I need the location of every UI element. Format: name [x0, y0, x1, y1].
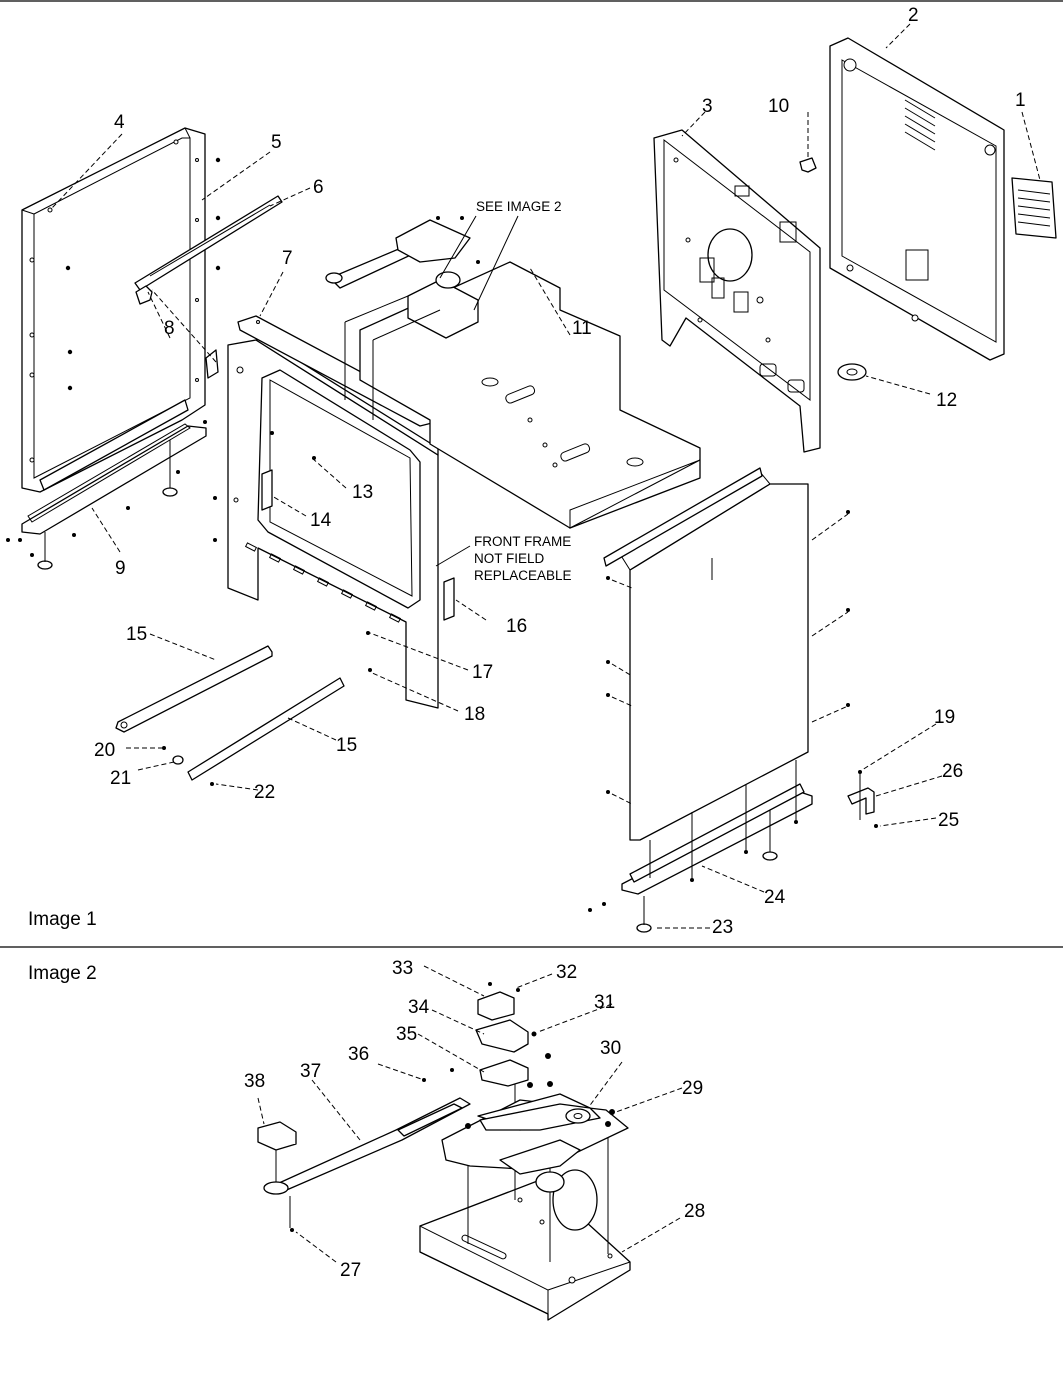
screws-17-18: [366, 631, 372, 672]
callout-38: 38: [244, 1071, 265, 1092]
callout-30: 30: [600, 1038, 621, 1059]
callout-1: 1: [1015, 90, 1026, 111]
note-front-frame-line1: FRONT FRAME: [474, 534, 571, 549]
callout-21: 21: [110, 768, 131, 789]
callout-19: 19: [934, 707, 955, 728]
callout-33: 33: [392, 958, 413, 979]
side-panel-screws: [65, 157, 221, 391]
leader-lines-image1: [51, 23, 1041, 929]
callout-5: 5: [271, 132, 282, 153]
rear-cover: [829, 37, 1005, 361]
parts-20-22: [162, 746, 214, 786]
callout-27: 27: [340, 1260, 361, 1281]
callout-25: 25: [938, 810, 959, 831]
callout-26: 26: [942, 761, 963, 782]
bracket-14: [261, 469, 273, 511]
part-10-sensor: [799, 157, 817, 173]
callout-15a: 15: [126, 624, 147, 645]
callout-2: 2: [908, 5, 919, 26]
section-label-image2: Image 2: [28, 963, 97, 984]
frame-slots: [244, 542, 402, 623]
bracket-8: [135, 285, 219, 379]
callout-12: 12: [936, 390, 957, 411]
side-panel-right: [603, 467, 850, 841]
callout-7: 7: [282, 248, 293, 269]
leader-lines-image2: [257, 965, 683, 1263]
burner-assembly-small: [325, 216, 480, 420]
callout-23: 23: [712, 917, 733, 938]
callout-22: 22: [254, 782, 275, 803]
callout-9: 9: [115, 558, 126, 579]
callout-36: 36: [348, 1044, 369, 1065]
callout-11: 11: [572, 318, 592, 339]
callout-20: 20: [94, 740, 115, 761]
back-panel: [653, 129, 821, 453]
rack-slide-lower: [187, 677, 345, 781]
part-12-grommet: [837, 363, 867, 381]
base-rail-right: [588, 760, 813, 933]
burner-assembly-detail: [257, 982, 631, 1321]
rear-cover-vents: [904, 99, 936, 151]
callout-28: 28: [684, 1201, 705, 1222]
callout-3: 3: [702, 96, 713, 117]
callout-14: 14: [310, 510, 332, 531]
note-front-frame-line2: NOT FIELD: [474, 551, 545, 566]
rack-slide-upper: [115, 645, 273, 733]
callout-8: 8: [164, 318, 175, 339]
callout-17: 17: [472, 662, 493, 683]
callout-10: 10: [768, 96, 789, 117]
vent-cover: [1011, 177, 1057, 239]
callout-numbers: 1 2 3 4 5 6 7 8 9 10 11 12 13 14 15 15 1…: [94, 5, 1026, 1281]
base-rail-left: [6, 399, 207, 570]
note-see-image-2: SEE IMAGE 2: [476, 199, 562, 214]
callout-16: 16: [506, 616, 527, 637]
callout-29: 29: [682, 1078, 703, 1099]
callout-32: 32: [556, 962, 577, 983]
bracket-16: [443, 577, 455, 621]
callout-24: 24: [764, 887, 786, 908]
callout-13: 13: [352, 482, 373, 503]
callout-4: 4: [114, 112, 125, 133]
callout-18: 18: [464, 704, 485, 725]
front-frame: [213, 337, 439, 709]
side-panel-left: [21, 127, 206, 493]
callout-31: 31: [594, 992, 615, 1013]
parts-19-25-26: [847, 770, 878, 828]
callout-15b: 15: [336, 735, 357, 756]
callout-34: 34: [408, 997, 430, 1018]
callout-6: 6: [313, 177, 324, 198]
callout-35: 35: [396, 1024, 417, 1045]
note-front-frame-line3: REPLACEABLE: [474, 568, 572, 583]
callout-37: 37: [300, 1061, 321, 1082]
upper-rail: [134, 195, 283, 291]
section-label-image1: Image 1: [28, 909, 97, 930]
